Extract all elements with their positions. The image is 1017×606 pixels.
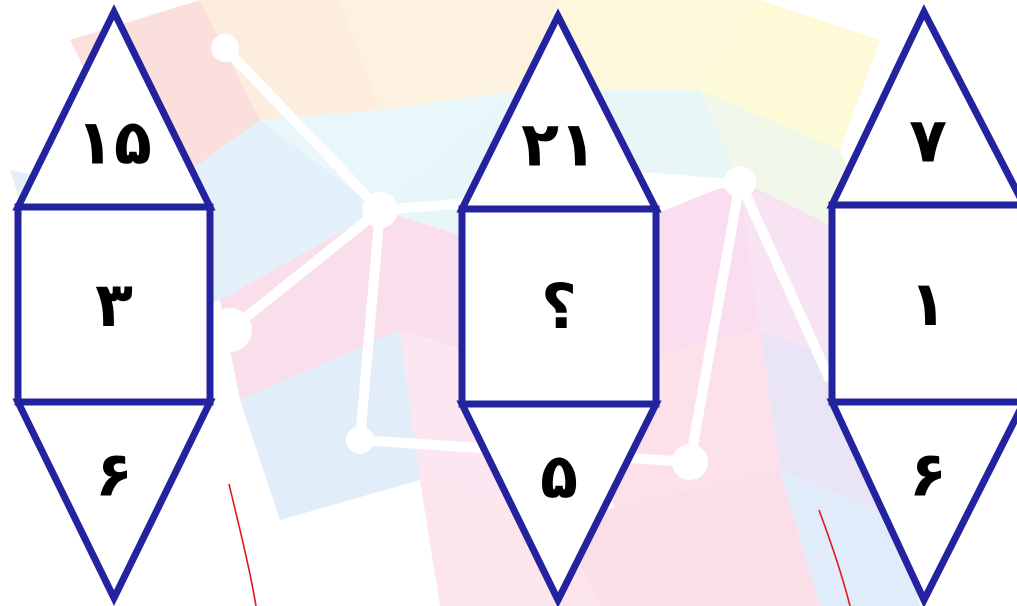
red-pen-mark <box>229 484 256 606</box>
bottom-value: ۵ <box>540 440 578 513</box>
bottom-value: ۶ <box>95 438 133 511</box>
top-value: ۲۱ <box>521 108 597 181</box>
bottom-value: ۶ <box>909 438 947 511</box>
top-value: ۷ <box>909 104 947 177</box>
middle-value: ۳ <box>95 268 133 341</box>
middle-value: ۱ <box>909 267 947 340</box>
top-value: ۱۵ <box>76 106 152 179</box>
middle-value: ؟ <box>541 270 577 343</box>
